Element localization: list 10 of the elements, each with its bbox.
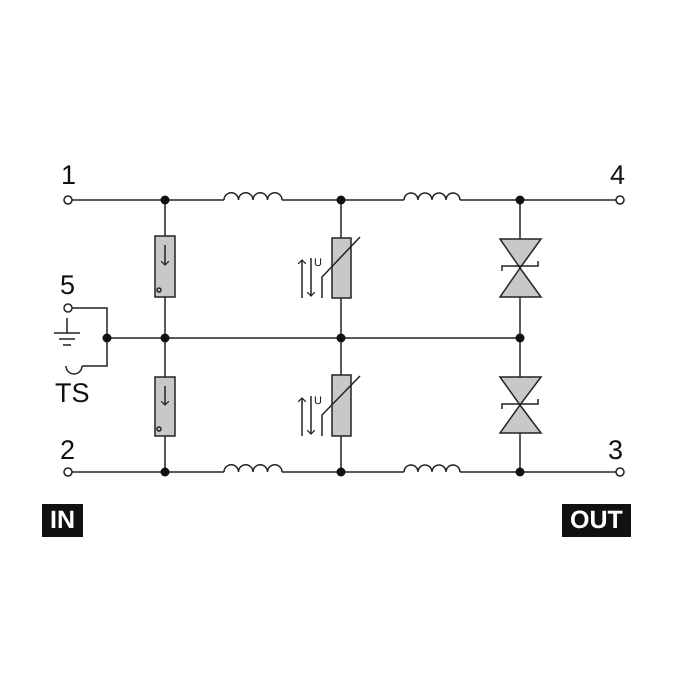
voltage-symbol: U	[314, 258, 322, 269]
voltage-symbol: U	[314, 396, 322, 407]
terminal-number: 5	[60, 272, 76, 299]
terminal-number: 1	[61, 162, 76, 189]
input-tag: IN	[42, 504, 83, 537]
terminal-number: 4	[610, 162, 626, 189]
output-tag: OUT	[562, 504, 631, 537]
terminal-number: 3	[608, 437, 624, 464]
terminal-label: TS	[55, 380, 90, 407]
terminal-number: 2	[60, 437, 76, 464]
